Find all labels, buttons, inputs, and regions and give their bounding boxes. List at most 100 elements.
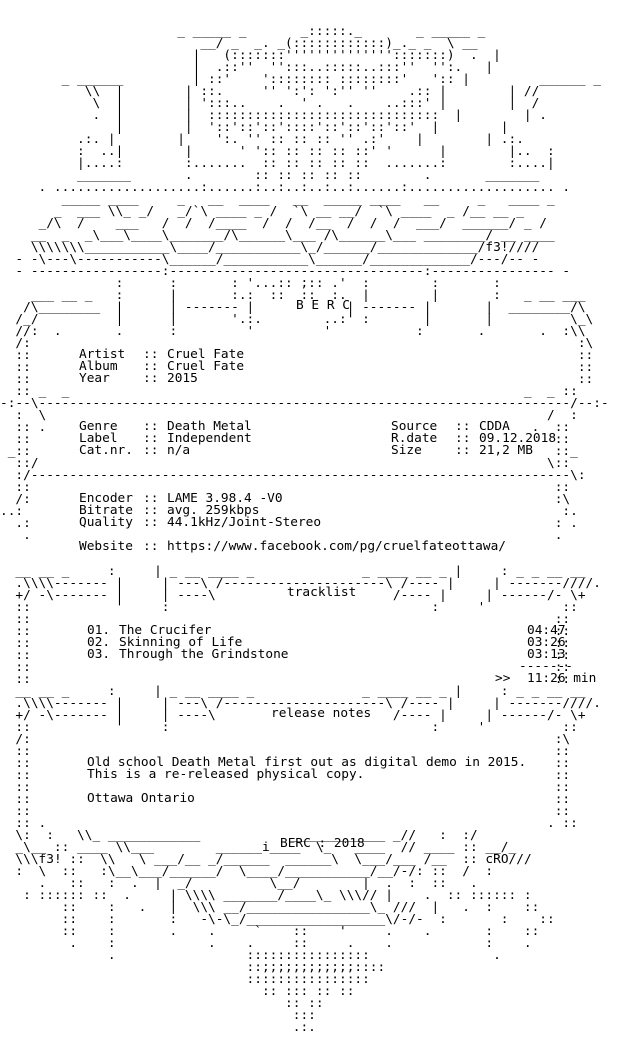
logo-art-line: /_/ | | '.:. ..:' : | | \_\ — [0, 312, 594, 327]
website-label: Website — [79, 539, 133, 554]
catnr-label: Cat.nr. — [79, 443, 133, 458]
rdate-label: R.date — [391, 431, 438, 446]
separator: :: — [143, 503, 159, 518]
notes-line: This is a re-released physical copy. — [87, 767, 365, 782]
artist-value: Cruel Fate — [167, 347, 245, 362]
logo-art-line: | (:::::::'''''''''''''':::::::) . | — [0, 48, 501, 63]
size-label: Size — [391, 443, 422, 458]
notes-line: Ottawa Ontario — [87, 791, 195, 806]
frame-rail: :: :: — [0, 480, 571, 495]
footer-left-tag: f3! — [38, 852, 62, 867]
track-time: 04:47 — [527, 623, 566, 638]
track-title: The Crucifer — [119, 623, 212, 638]
footer-art: : :::::: :: . | \\\\ _______/____\_ \\\/… — [0, 888, 532, 903]
logo-art-line: _______ . :: :: :: :: :: . _______ — [0, 168, 540, 183]
tracklist-title: tracklist — [287, 585, 357, 600]
frame-rail: /: :\ — [0, 336, 594, 351]
header-f3-tag: f3! — [485, 240, 509, 255]
genre-label: Genre — [79, 419, 118, 434]
frame-rail: :: :: — [0, 372, 594, 387]
album-value: Cruel Fate — [167, 359, 245, 374]
quality-value: 44.1kHz/Joint-Stereo — [167, 515, 322, 530]
logo-art-line: ___ __ _ : | :.: :: :: :. | | : _ __ ___ — [0, 288, 586, 303]
separator: :: — [455, 443, 471, 458]
separator: :: — [143, 515, 159, 530]
track-time: 03:26 — [527, 635, 566, 650]
frame-rail: :: . . :: — [0, 816, 578, 831]
label-value: Independent — [167, 431, 252, 446]
total-prefix: >> — [495, 671, 511, 686]
track-time: 03:13 — [527, 647, 566, 662]
frame-rail: :: :: — [0, 780, 571, 795]
frame-rail: :: :: — [0, 744, 571, 759]
divider-line: -:--\-----------------------------------… — [0, 396, 609, 411]
footer-art: :::::::::::::::: — [0, 972, 370, 987]
separator: :: — [143, 431, 159, 446]
rdate-value: 09.12.2018 — [479, 431, 557, 446]
artist-label: Artist — [79, 347, 126, 362]
frame-rail: :: _ _ _ _ :: — [0, 384, 578, 399]
logo-art-line: _/\ / ___ / / /____ / / /__ / / / ___/ _… — [0, 216, 548, 231]
separator: :: — [143, 371, 159, 386]
album-label: Album — [79, 359, 118, 374]
separator: :: — [455, 431, 471, 446]
logo-art-line: _____ ____ _ __ ____ __ _____ ____ __ _ … — [0, 192, 555, 207]
separator: :: — [455, 419, 471, 434]
group-name: B E R C — [296, 298, 350, 313]
frame-rail: :: :: — [0, 348, 594, 363]
source-label: Source — [391, 419, 438, 434]
section-art: .\\\\------- | | ---\ /-----------------… — [0, 576, 601, 591]
divider-line: :/--------------------------------------… — [0, 468, 586, 483]
footer-art: _\__ :: ____ \\___ ______i____ \_ ____ /… — [0, 840, 517, 855]
logo-art-line: | .::'' '':::..:::::..:::'' '':. | — [0, 60, 494, 75]
frame-rail: :: :: — [0, 768, 571, 783]
section-art: __ __ _ : | _ __ ____ _ _ ____ __ _ | : … — [0, 684, 586, 699]
footer-art: .:. — [0, 1020, 316, 1035]
frame-rail: :: :: — [0, 432, 571, 447]
footer-art: . :::::::::::::::: . — [0, 948, 501, 963]
footer-art: :: : : -\-\_/__________________\/-/- : :… — [0, 912, 555, 927]
frame-rail: ::/ \:: — [0, 456, 571, 471]
section-art: +/ -\------- | | ----\ /---- | | ------/… — [0, 588, 586, 603]
logo-art-line: - -\---\-----------\______/___________\_… — [0, 252, 540, 267]
frame-rail: .: : . — [0, 516, 578, 531]
footer-art: ::: — [0, 1008, 316, 1023]
logo-art-line: . ...................:......:..:..:..:..… — [0, 180, 571, 195]
source-value: CDDA — [479, 419, 510, 434]
section-art: +/ -\------- | | ----\ /---- | | ------/… — [0, 708, 586, 723]
footer-art: :: : . . ` :: ' . . : :: — [0, 924, 540, 939]
total-divider: ------- — [519, 659, 573, 674]
footer-art: :: :: — [0, 996, 324, 1011]
logo-art-line: _ ______ | ::' ':::::::: ::::::::' ':: |… — [0, 72, 601, 87]
track-title: Skinning of Life — [119, 635, 243, 650]
frame-rail: :: :: — [0, 648, 571, 663]
website-value: https://www.facebook.com/pg/cruelfateott… — [167, 539, 506, 554]
logo-art-line: .:. | | ':. '' :: :: :: '' .:' | | .:. — [0, 132, 524, 147]
footer-art: ::;;;;;;;;;;;;:::: — [0, 960, 386, 975]
frame-rail: :: :: — [0, 612, 571, 627]
logo-art-line: _ ___ \\_ _/ _/`\ ____ _ / `\ __ __/ `\ … — [0, 204, 524, 219]
frame-rail: :: :: — [0, 660, 571, 675]
footer-art: : \ :: :\__\___/______/ \____/__________… — [0, 864, 494, 879]
frame-rail: _:: ::_ — [0, 444, 578, 459]
logo-art-line: \\\\\\\___________\____/___________\_/__… — [0, 240, 540, 255]
logo-art-line: \\ | | ::. '' ':': ':'' '' .:: | | // — [0, 84, 540, 99]
section-art: .\\\\------- | | ---\ /-----------------… — [0, 696, 601, 711]
size-value: 21,2 MB — [479, 443, 533, 458]
footer-art: :: ::: :: :: — [0, 984, 355, 999]
frame-rail: :: :: — [0, 804, 571, 819]
quality-label: Quality — [79, 515, 133, 530]
logo-art-line: : ..| | ' ':: :: :: :: ::' ' | |.. : — [0, 144, 555, 159]
logo-art-line: | | '::'::'::'::::'::'::'::'::' | | — [0, 120, 509, 135]
logo-art-line: _ _____ _ _:::::._ _ _____ _ — [0, 24, 486, 39]
frame-rail: :: :: — [0, 756, 571, 771]
frame-rail: :: :: — [0, 360, 594, 375]
separator: :: — [143, 539, 159, 554]
encoder-label: Encoder — [79, 491, 133, 506]
separator: :: — [143, 491, 159, 506]
separator: :: — [143, 443, 159, 458]
notes-line: Old school Death Metal first out as digi… — [87, 755, 527, 770]
footer-right-tag: cRO — [485, 852, 509, 867]
logo-art-line: __/ _ _. _(::::::::::::)_._ _ \ __ — [0, 36, 478, 51]
frame-rail: :: :: — [0, 624, 571, 639]
